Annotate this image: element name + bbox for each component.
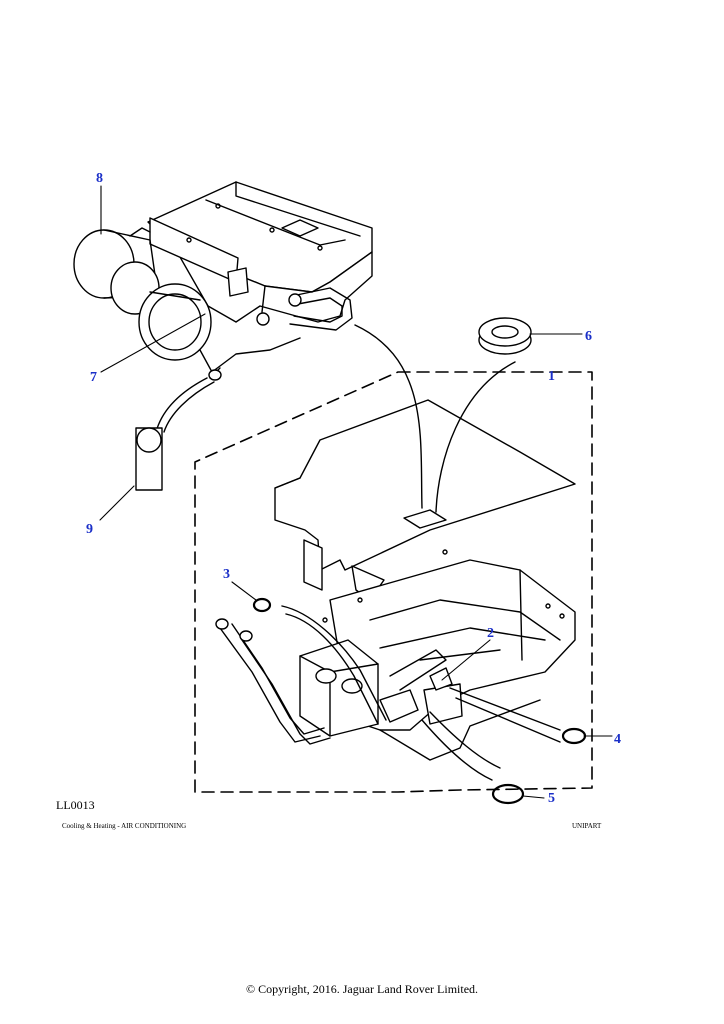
drain-tube	[135, 377, 215, 491]
footer-left: Cooling & Heating - AIR CONDITIONING	[62, 822, 187, 830]
callout-3: 3	[223, 567, 230, 582]
callout-7: 7	[90, 370, 97, 385]
o-ring-5	[491, 783, 525, 805]
o-ring-3	[252, 597, 272, 613]
evaporator-housing	[274, 399, 576, 761]
callout-4: 4	[614, 732, 621, 747]
dashed-boundary	[194, 371, 593, 793]
o-ring-4	[561, 727, 587, 745]
hoses	[354, 324, 561, 781]
grommet-6	[478, 317, 532, 355]
callout-5: 5	[548, 791, 555, 806]
callout-2: 2	[487, 626, 494, 641]
callout-8: 8	[96, 171, 103, 186]
copyright: © Copyright, 2016. Jaguar Land Rover Lim…	[245, 982, 479, 996]
callout-1: 1	[548, 369, 555, 384]
callout-6: 6	[585, 329, 592, 344]
leader-lines	[99, 185, 613, 799]
blower-housing-assembly	[73, 181, 373, 381]
callout-9: 9	[86, 522, 93, 537]
footer-right: UNIPART	[572, 822, 602, 830]
refrigerant-pipes	[215, 605, 463, 745]
reference-code: LL0013	[56, 798, 95, 812]
